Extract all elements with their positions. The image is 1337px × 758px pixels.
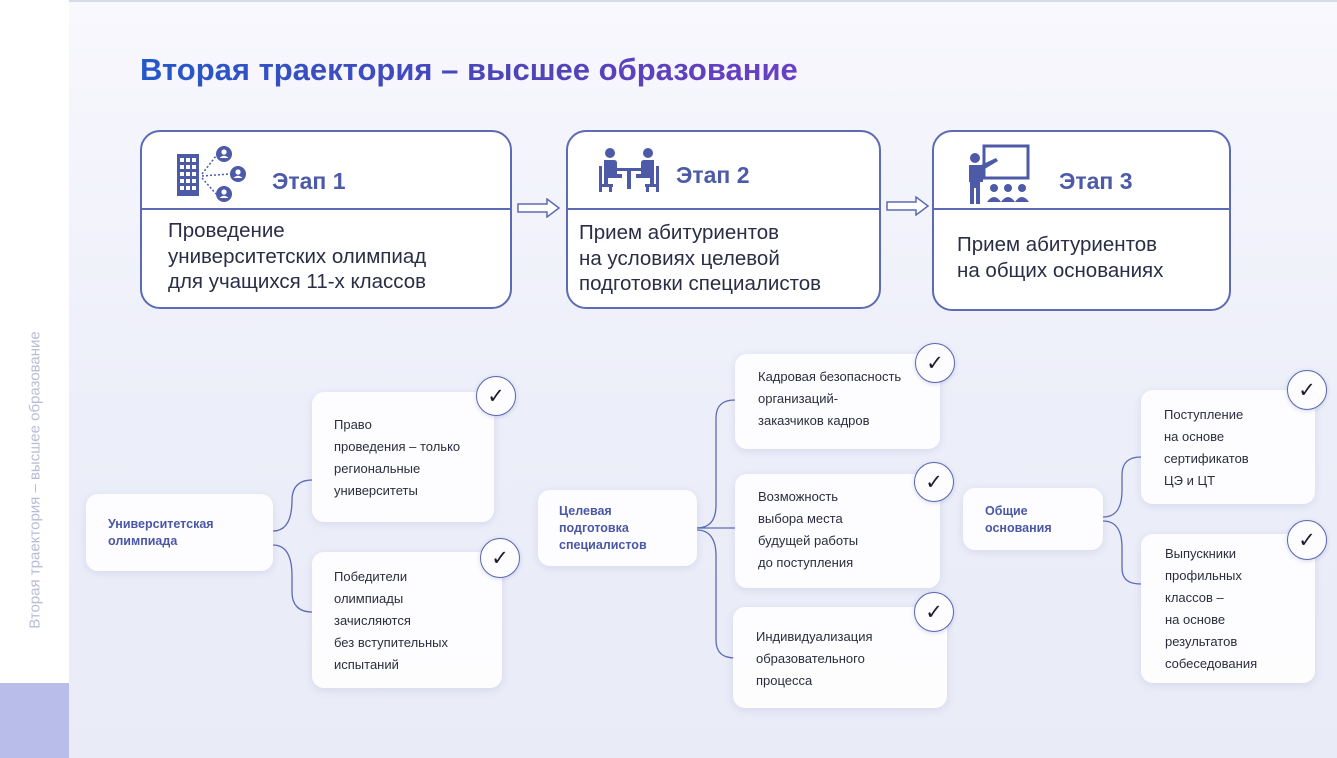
check-icon: ✓: [480, 538, 520, 578]
stage-1-label: Этап 1: [272, 168, 346, 194]
card-job-choice: Возможность выбора места будущей работы …: [735, 474, 940, 588]
stage-1-text: Проведение университетских олимпиад для …: [168, 219, 427, 294]
check-icon: ✓: [914, 592, 954, 632]
stage-2-text: Прием абитуриентов на условиях целевой п…: [579, 221, 822, 296]
card-olympiad-right: Право проведения – только региональные у…: [312, 392, 494, 522]
stage-3-box: Этап 3 Прием абитуриентов на общих основ…: [932, 130, 1231, 311]
check-icon: ✓: [1287, 520, 1327, 560]
stage-2-box: Этап 2 Прием абитуриентов на условиях це…: [566, 130, 881, 309]
check-icon: ✓: [914, 462, 954, 502]
stage-1-header: [142, 132, 510, 210]
page-title: Вторая траектория – высшее образование: [140, 52, 798, 87]
card-profile-graduates: Выпускники профильных классов – на основ…: [1141, 534, 1315, 683]
stage-3-text: Прием абитуриентов на общих основаниях: [957, 233, 1164, 282]
teacher-presentation-icon: [966, 144, 1032, 206]
stage-2-label: Этап 2: [676, 162, 750, 188]
hub-targeted-training: Целевая подготовка специалистов: [538, 490, 697, 566]
card-olympiad-winners: Победители олимпиады зачисляются без вст…: [312, 552, 502, 688]
hub-university-olympiad: Университетская олимпиада: [86, 494, 273, 571]
hub-general-grounds: Общие основания: [963, 488, 1103, 550]
left-band: [0, 0, 69, 758]
check-icon: ✓: [1287, 370, 1327, 410]
card-certificates: Поступление на основе сертификатов ЦЭ и …: [1141, 390, 1315, 504]
stage-arrow-2: [886, 196, 930, 216]
stage-2-header: [568, 132, 879, 210]
card-personnel-security: Кадровая безопасность организаций- заказ…: [735, 354, 940, 449]
stage-3-label: Этап 3: [1059, 168, 1133, 194]
stage-3-header: [934, 132, 1229, 210]
stage-arrow-1: [517, 198, 561, 218]
building-people-icon: [174, 144, 252, 206]
stage-1-box: Этап 1 Проведение университетских олимпи…: [140, 130, 512, 309]
check-icon: ✓: [476, 376, 516, 416]
card-individualization: Индивидуализация образовательного процес…: [733, 607, 947, 708]
check-icon: ✓: [915, 343, 955, 383]
left-band-accent: [0, 683, 69, 758]
meeting-table-icon: [598, 146, 660, 194]
top-divider: [69, 0, 1337, 2]
